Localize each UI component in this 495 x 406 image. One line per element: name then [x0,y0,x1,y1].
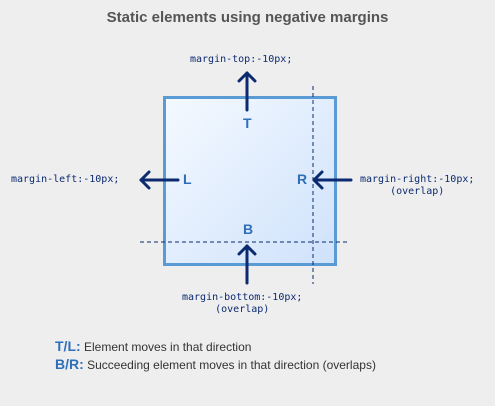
legend-text-tl: Element moves in that direction [84,340,252,354]
element-box [163,96,337,266]
box-letter-bottom: B [243,221,254,237]
legend-key-br: B/R: [55,356,84,372]
left-arrow-icon [139,170,180,190]
legend-text-br: Succeeding element moves in that directi… [87,358,376,372]
box-letter-right: R [297,171,308,187]
legend-item-br: B/R: Succeeding element moves in that di… [55,356,376,373]
margin-right-label-line2: (overlap) [390,186,445,197]
bottom-side-arrow-icon [237,244,257,285]
margin-right-label-line1: margin-right:-10px; [360,174,475,185]
margin-top-label: margin-top:-10px; [190,54,293,65]
margin-bottom-label-line1: margin-bottom:-10px; [182,292,303,303]
right-side-arrow-icon [312,170,353,190]
box-letter-left: L [183,171,192,187]
legend-item-tl: T/L: Element moves in that direction [55,338,251,355]
margin-left-label: margin-left:-10px; [11,174,120,185]
page-title: Static elements using negative margins [106,9,389,26]
margin-bottom-label: margin-bottom:-10px; (overlap) [182,292,302,316]
margin-bottom-label-line2: (overlap) [215,304,270,315]
up-arrow-icon [237,71,257,112]
box-letter-top: T [243,115,252,131]
margin-right-label: margin-right:-10px; (overlap) [360,174,474,198]
legend-key-tl: T/L: [55,338,81,354]
